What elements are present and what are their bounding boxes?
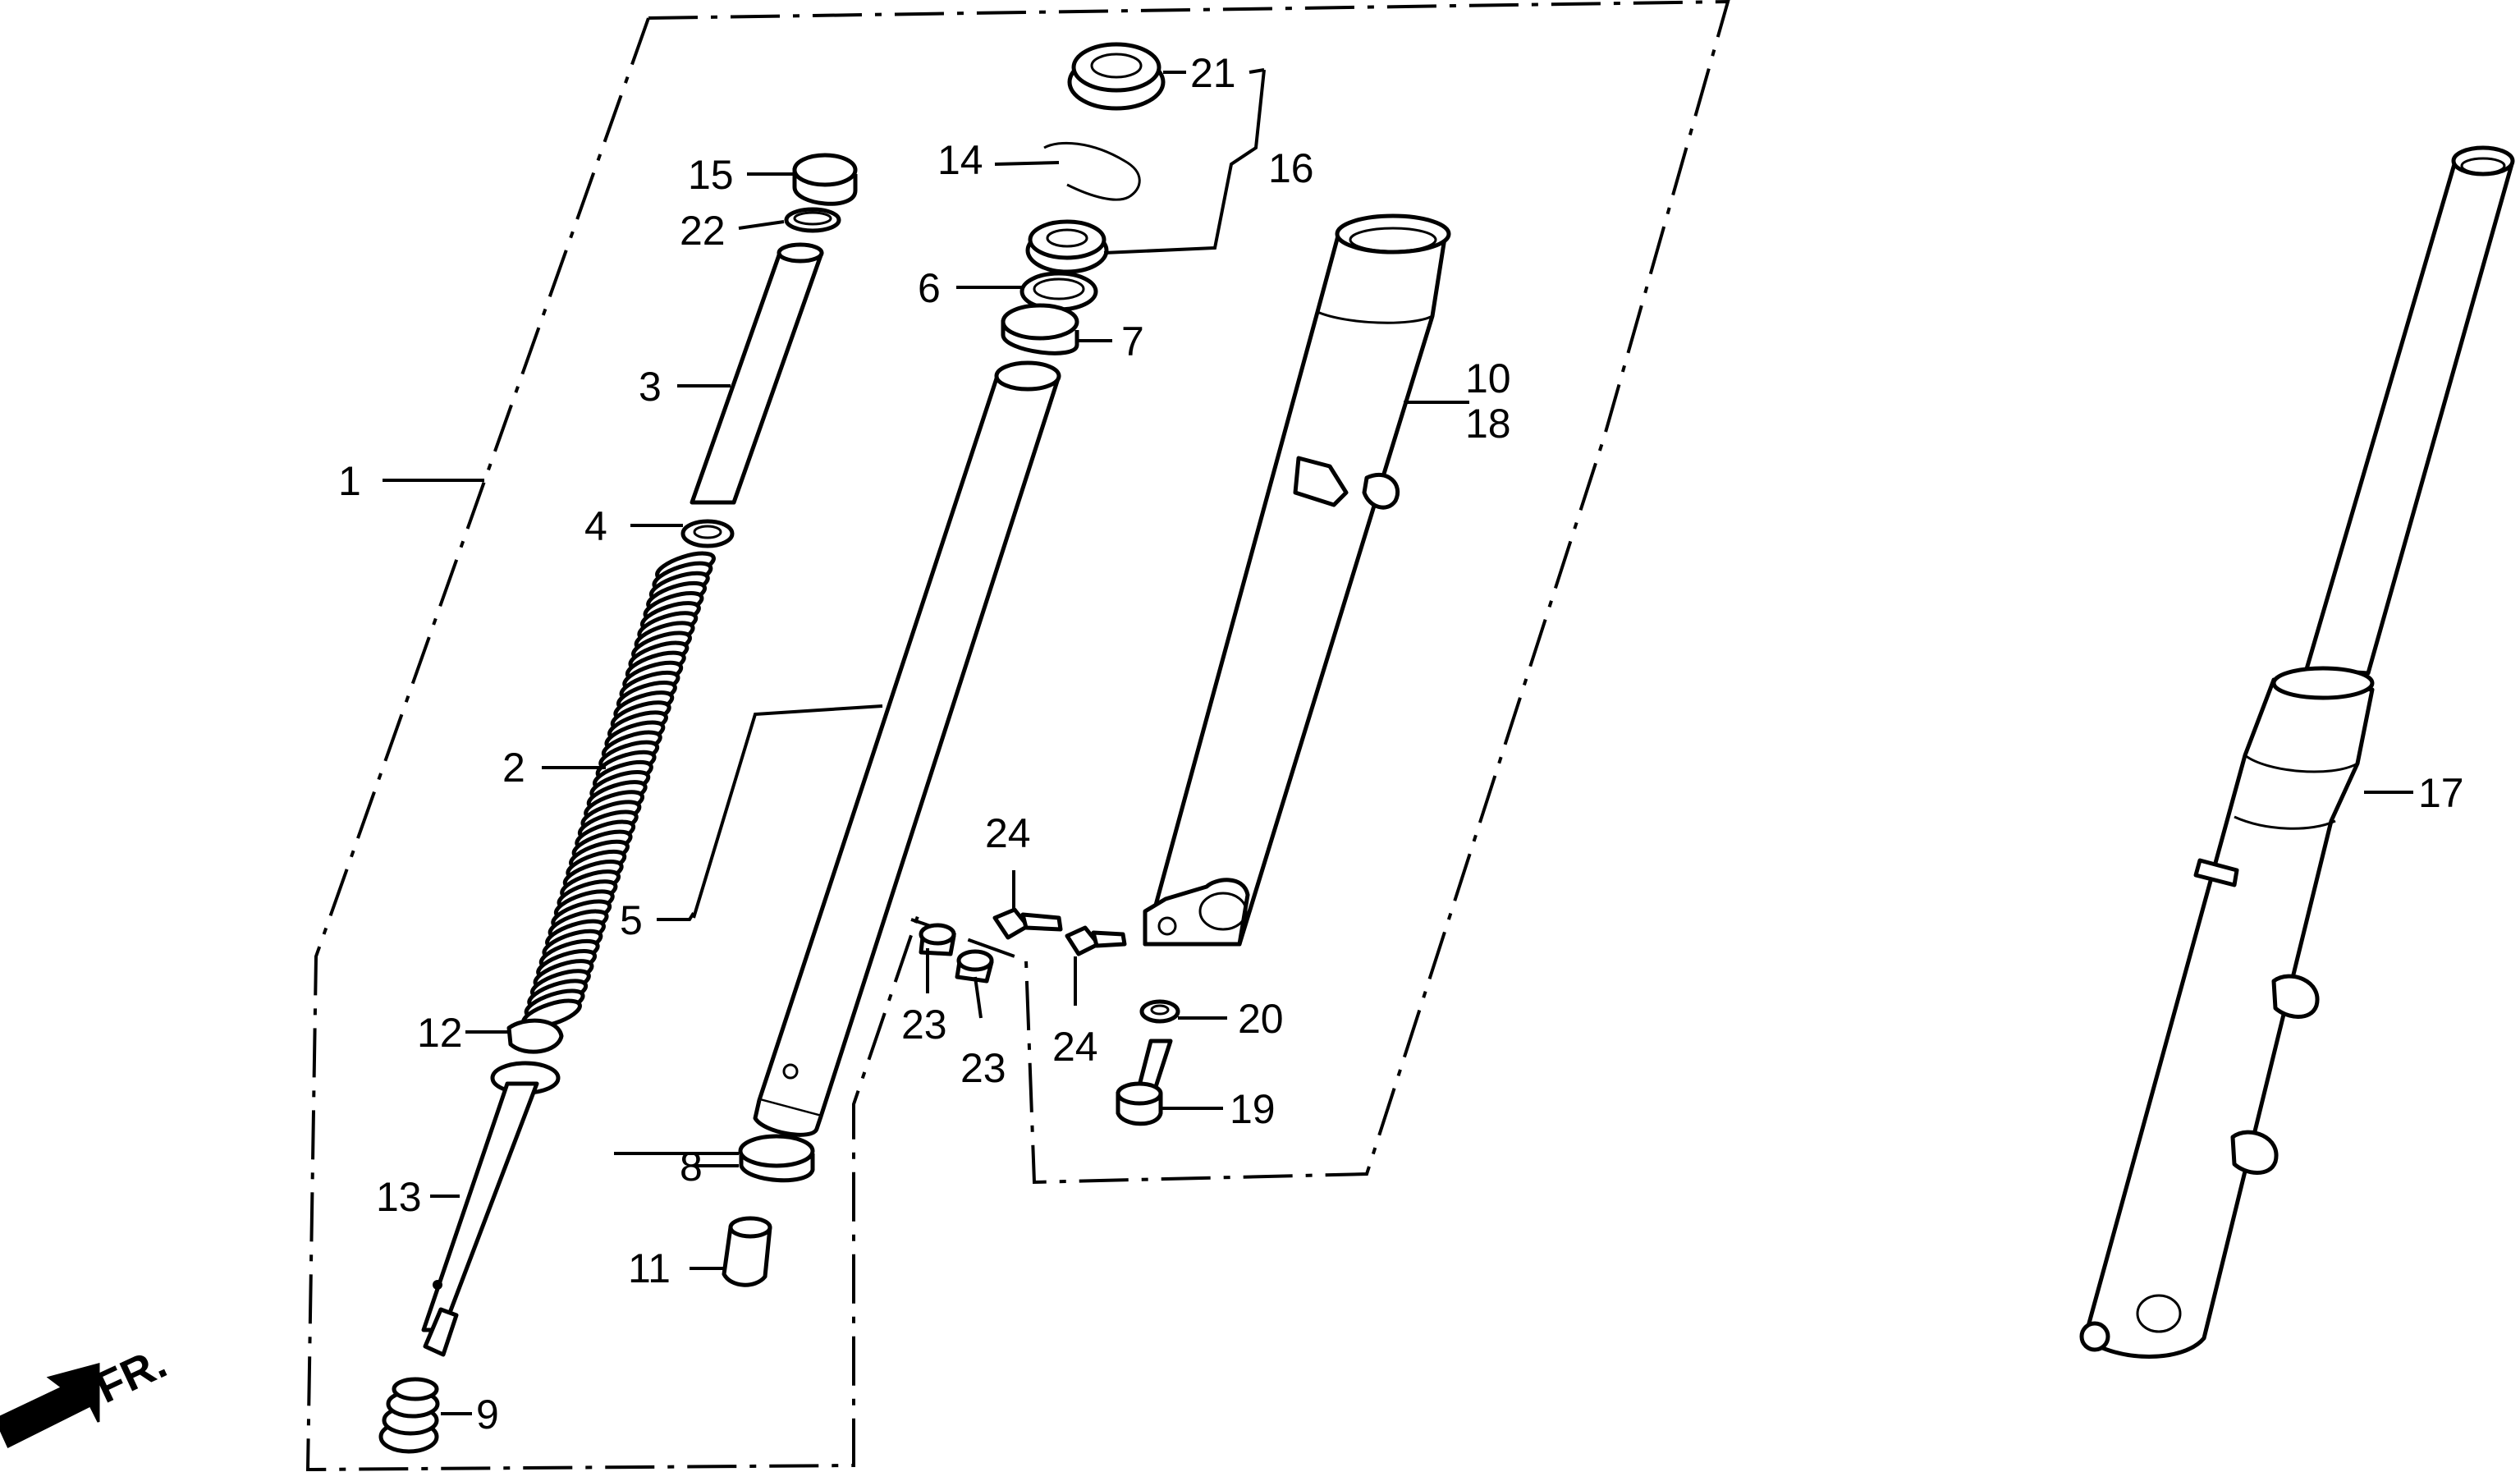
assembly-boundary <box>305 0 1730 1472</box>
callout-19: 19 <box>1230 1086 1276 1132</box>
part-13-fork-piston <box>421 1061 561 1357</box>
callout-23b: 23 <box>960 1045 1006 1091</box>
callout-13: 13 <box>376 1174 422 1220</box>
callout-22: 22 <box>680 208 726 254</box>
part-15-fork-bolt <box>792 153 858 206</box>
part-20-sealing-washer <box>1139 999 1180 1024</box>
callout-20: 20 <box>1238 996 1284 1042</box>
part-7-slider-bushing <box>1001 303 1079 355</box>
part-19-socket-bolt <box>1116 1039 1173 1126</box>
callout-7: 7 <box>1121 319 1144 365</box>
callout-10: 10 <box>1465 355 1511 401</box>
part-23-cap-a <box>919 923 956 956</box>
part-24-bolt-b <box>1065 925 1127 956</box>
callout-15: 15 <box>688 152 734 198</box>
callout-2: 2 <box>502 745 525 791</box>
callout-16: 16 <box>1268 145 1314 191</box>
part-22-o-ring <box>784 207 841 233</box>
front-direction-label: FR. <box>89 1338 174 1413</box>
callout-12: 12 <box>417 1010 463 1056</box>
callout-6: 6 <box>918 265 941 311</box>
part-11-oil-lock-piece <box>722 1216 772 1287</box>
front-direction-marker: FR. <box>0 1338 174 1449</box>
part-4-spring-seat <box>680 519 735 548</box>
part-2-fork-spring <box>521 551 716 1029</box>
part-21-dust-seal <box>1067 42 1166 111</box>
callout-1: 1 <box>338 458 361 504</box>
callout-23a: 23 <box>901 1002 947 1048</box>
callout-21: 21 <box>1190 50 1236 96</box>
callout-5: 5 <box>620 897 643 943</box>
part-12-piston-ring <box>506 1018 564 1054</box>
part-8-tube-bushing <box>738 1134 815 1183</box>
part-24-bolt-a <box>992 907 1063 940</box>
part-5-fork-tube <box>753 360 1061 1137</box>
callout-3: 3 <box>639 364 662 410</box>
callout-11: 11 <box>628 1245 671 1291</box>
callout-9: 9 <box>476 1392 499 1438</box>
front-direction-arrow-icon <box>0 1363 100 1449</box>
part-16-oil-seal <box>1025 219 1109 274</box>
callout-24b: 24 <box>1052 1024 1098 1070</box>
callout-18: 18 <box>1465 401 1511 447</box>
part-9-rebound-spring <box>378 1377 440 1454</box>
part-14-stopper-ring <box>1043 141 1141 201</box>
callout-labels: 1 2 3 4 5 6 7 8 9 10 11 12 13 14 15 16 1… <box>338 50 2464 1438</box>
part-23-cap-b <box>955 949 994 984</box>
part-17-assembled-fork <box>2079 145 2515 1359</box>
leader-lines <box>383 68 2413 1415</box>
callout-8: 8 <box>680 1144 703 1190</box>
part-3-spacer-collar <box>690 242 824 505</box>
callout-14: 14 <box>937 137 983 183</box>
callout-24a: 24 <box>985 810 1031 856</box>
part-10-18-fork-slider <box>1143 213 1451 947</box>
callout-17: 17 <box>2418 770 2464 816</box>
callout-4: 4 <box>584 503 607 549</box>
